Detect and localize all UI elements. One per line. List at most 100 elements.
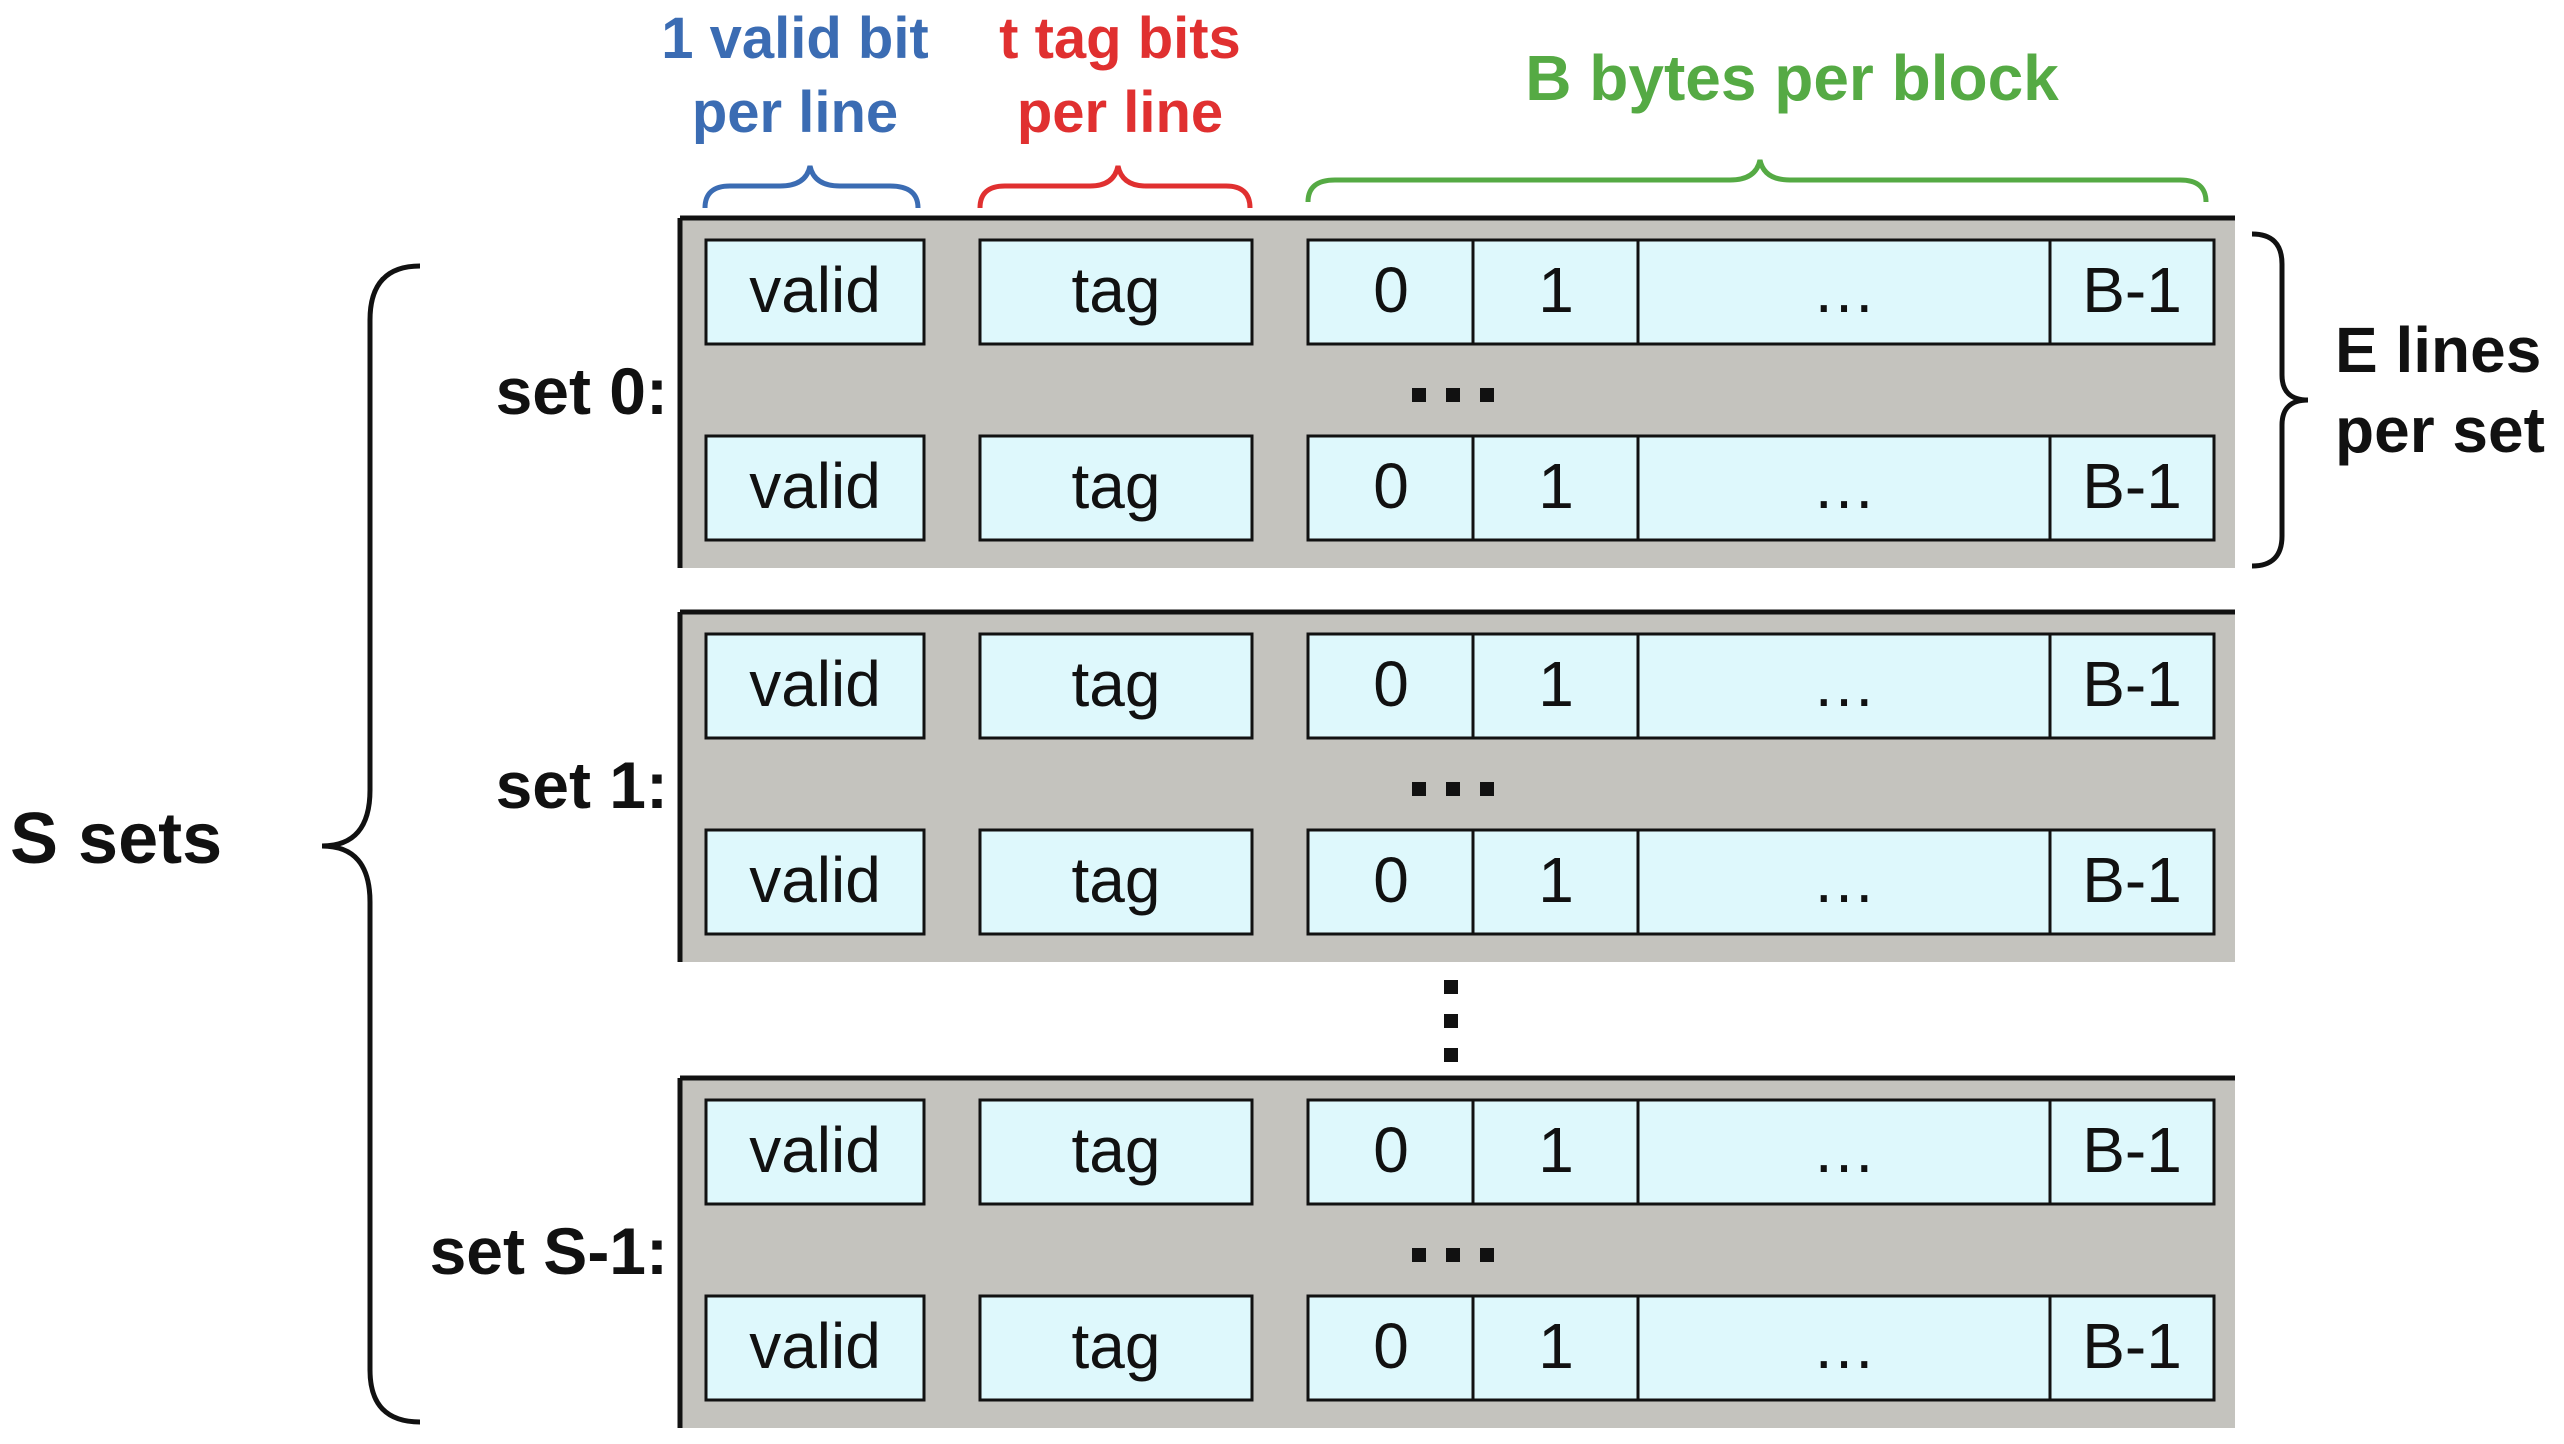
cell-ellipsis-text: …	[1812, 450, 1876, 522]
lines-brace	[2251, 231, 2309, 569]
cell-ellipsis-text: …	[1812, 844, 1876, 916]
cell-byte1	[1471, 1098, 1640, 1206]
set-label: set S-1:	[430, 1214, 668, 1288]
cell-byte1-text: 1	[1538, 1114, 1574, 1186]
cell-valid	[704, 632, 926, 740]
cell-tag-text: tag	[1072, 648, 1161, 720]
cell-ellipsis-text: …	[1812, 1310, 1876, 1382]
lines-per-set-label-line2: per set	[2335, 394, 2545, 466]
cell-tag	[978, 1294, 1254, 1402]
cell-tag	[978, 632, 1254, 740]
ellipsis-dot	[1480, 1248, 1494, 1262]
cell-ellipsis	[1636, 1294, 2052, 1402]
cell-byte1	[1471, 828, 1640, 936]
cell-valid	[704, 434, 926, 542]
cell-byte0	[1306, 434, 1475, 542]
cell-byte0-text: 0	[1373, 1114, 1409, 1186]
block-bytes-brace	[1305, 159, 2209, 203]
cell-last-text: B-1	[2082, 1114, 2182, 1186]
cell-byte0-text: 0	[1373, 1310, 1409, 1382]
block-bytes-header: B bytes per block	[1525, 42, 2059, 114]
cell-tag-text: tag	[1072, 254, 1161, 326]
cell-valid-text: valid	[749, 1114, 881, 1186]
ellipsis-dot	[1480, 782, 1494, 796]
cell-byte1-text: 1	[1538, 648, 1574, 720]
cell-byte1-text: 1	[1538, 450, 1574, 522]
cell-last	[2048, 828, 2216, 936]
valid-bit-header-line2: per line	[692, 80, 898, 145]
ellipsis-dot	[1412, 782, 1426, 796]
ellipsis-dot	[1446, 388, 1460, 402]
more-sets-ellipsis	[1444, 980, 1458, 1062]
cell-last-text: B-1	[2082, 254, 2182, 326]
cell-last-text: B-1	[2082, 1310, 2182, 1382]
cell-tag-text: tag	[1072, 1310, 1161, 1382]
cell-byte0-text: 0	[1373, 450, 1409, 522]
tag-bits-header-line1: t tag bits	[999, 6, 1241, 71]
ellipsis-dot	[1412, 388, 1426, 402]
cell-last-text: B-1	[2082, 450, 2182, 522]
cell-last-text: B-1	[2082, 844, 2182, 916]
cell-tag	[978, 434, 1254, 542]
set-label: set 1:	[496, 748, 668, 822]
cell-last	[2048, 1098, 2216, 1206]
cell-byte0	[1306, 1098, 1475, 1206]
valid-bit-brace	[702, 165, 921, 209]
more-lines-ellipsis	[1412, 388, 1494, 402]
tag-bits-brace	[977, 165, 1253, 209]
cell-byte1	[1471, 1294, 1640, 1402]
cell-valid	[704, 828, 926, 936]
more-lines-ellipsis	[1412, 1248, 1494, 1262]
cell-byte0-text: 0	[1373, 254, 1409, 326]
cell-ellipsis	[1636, 632, 2052, 740]
cell-valid-text: valid	[749, 844, 881, 916]
cell-byte1-text: 1	[1538, 1310, 1574, 1382]
sets-brace	[321, 263, 421, 1425]
cell-tag	[978, 238, 1254, 346]
cell-byte0-text: 0	[1373, 844, 1409, 916]
cell-tag-text: tag	[1072, 844, 1161, 916]
cell-ellipsis	[1636, 1098, 2052, 1206]
more-lines-ellipsis	[1412, 782, 1494, 796]
cell-ellipsis-text: …	[1812, 1114, 1876, 1186]
cell-tag	[978, 1098, 1254, 1206]
cell-byte0	[1306, 828, 1475, 936]
cache-line: valid tag 0 1 … B-1	[704, 632, 2216, 740]
cell-byte1-text: 1	[1538, 254, 1574, 326]
cache-line: valid tag 0 1 … B-1	[704, 828, 2216, 936]
cell-valid-text: valid	[749, 648, 881, 720]
ellipsis-dot	[1446, 1248, 1460, 1262]
set-label: set 0:	[496, 354, 668, 428]
cell-ellipsis-text: …	[1812, 648, 1876, 720]
cell-last-text: B-1	[2082, 648, 2182, 720]
cell-last	[2048, 632, 2216, 740]
cell-ellipsis	[1636, 434, 2052, 542]
lines-per-set-label-line1: E lines	[2335, 314, 2541, 386]
cell-last	[2048, 434, 2216, 542]
cell-ellipsis	[1636, 828, 2052, 936]
cell-last	[2048, 238, 2216, 346]
cell-ellipsis-text: …	[1812, 254, 1876, 326]
cell-valid-text: valid	[749, 1310, 881, 1382]
cell-valid	[704, 1098, 926, 1206]
sets-count-label: S sets	[10, 799, 222, 879]
cache-set: set 1: valid tag 0 1 … B-1 valid tag 0 1 … B-1	[496, 609, 2235, 962]
ellipsis-dot	[1412, 1248, 1426, 1262]
cell-byte0-text: 0	[1373, 648, 1409, 720]
tag-bits-header-line2: per line	[1017, 80, 1223, 145]
cell-valid-text: valid	[749, 254, 881, 326]
cell-valid	[704, 1294, 926, 1402]
cell-valid	[704, 238, 926, 346]
cell-valid-text: valid	[749, 450, 881, 522]
ellipsis-dot	[1446, 782, 1460, 796]
cell-byte0	[1306, 632, 1475, 740]
cell-tag	[978, 828, 1254, 936]
ellipsis-dot	[1480, 388, 1494, 402]
cell-byte1-text: 1	[1538, 844, 1574, 916]
